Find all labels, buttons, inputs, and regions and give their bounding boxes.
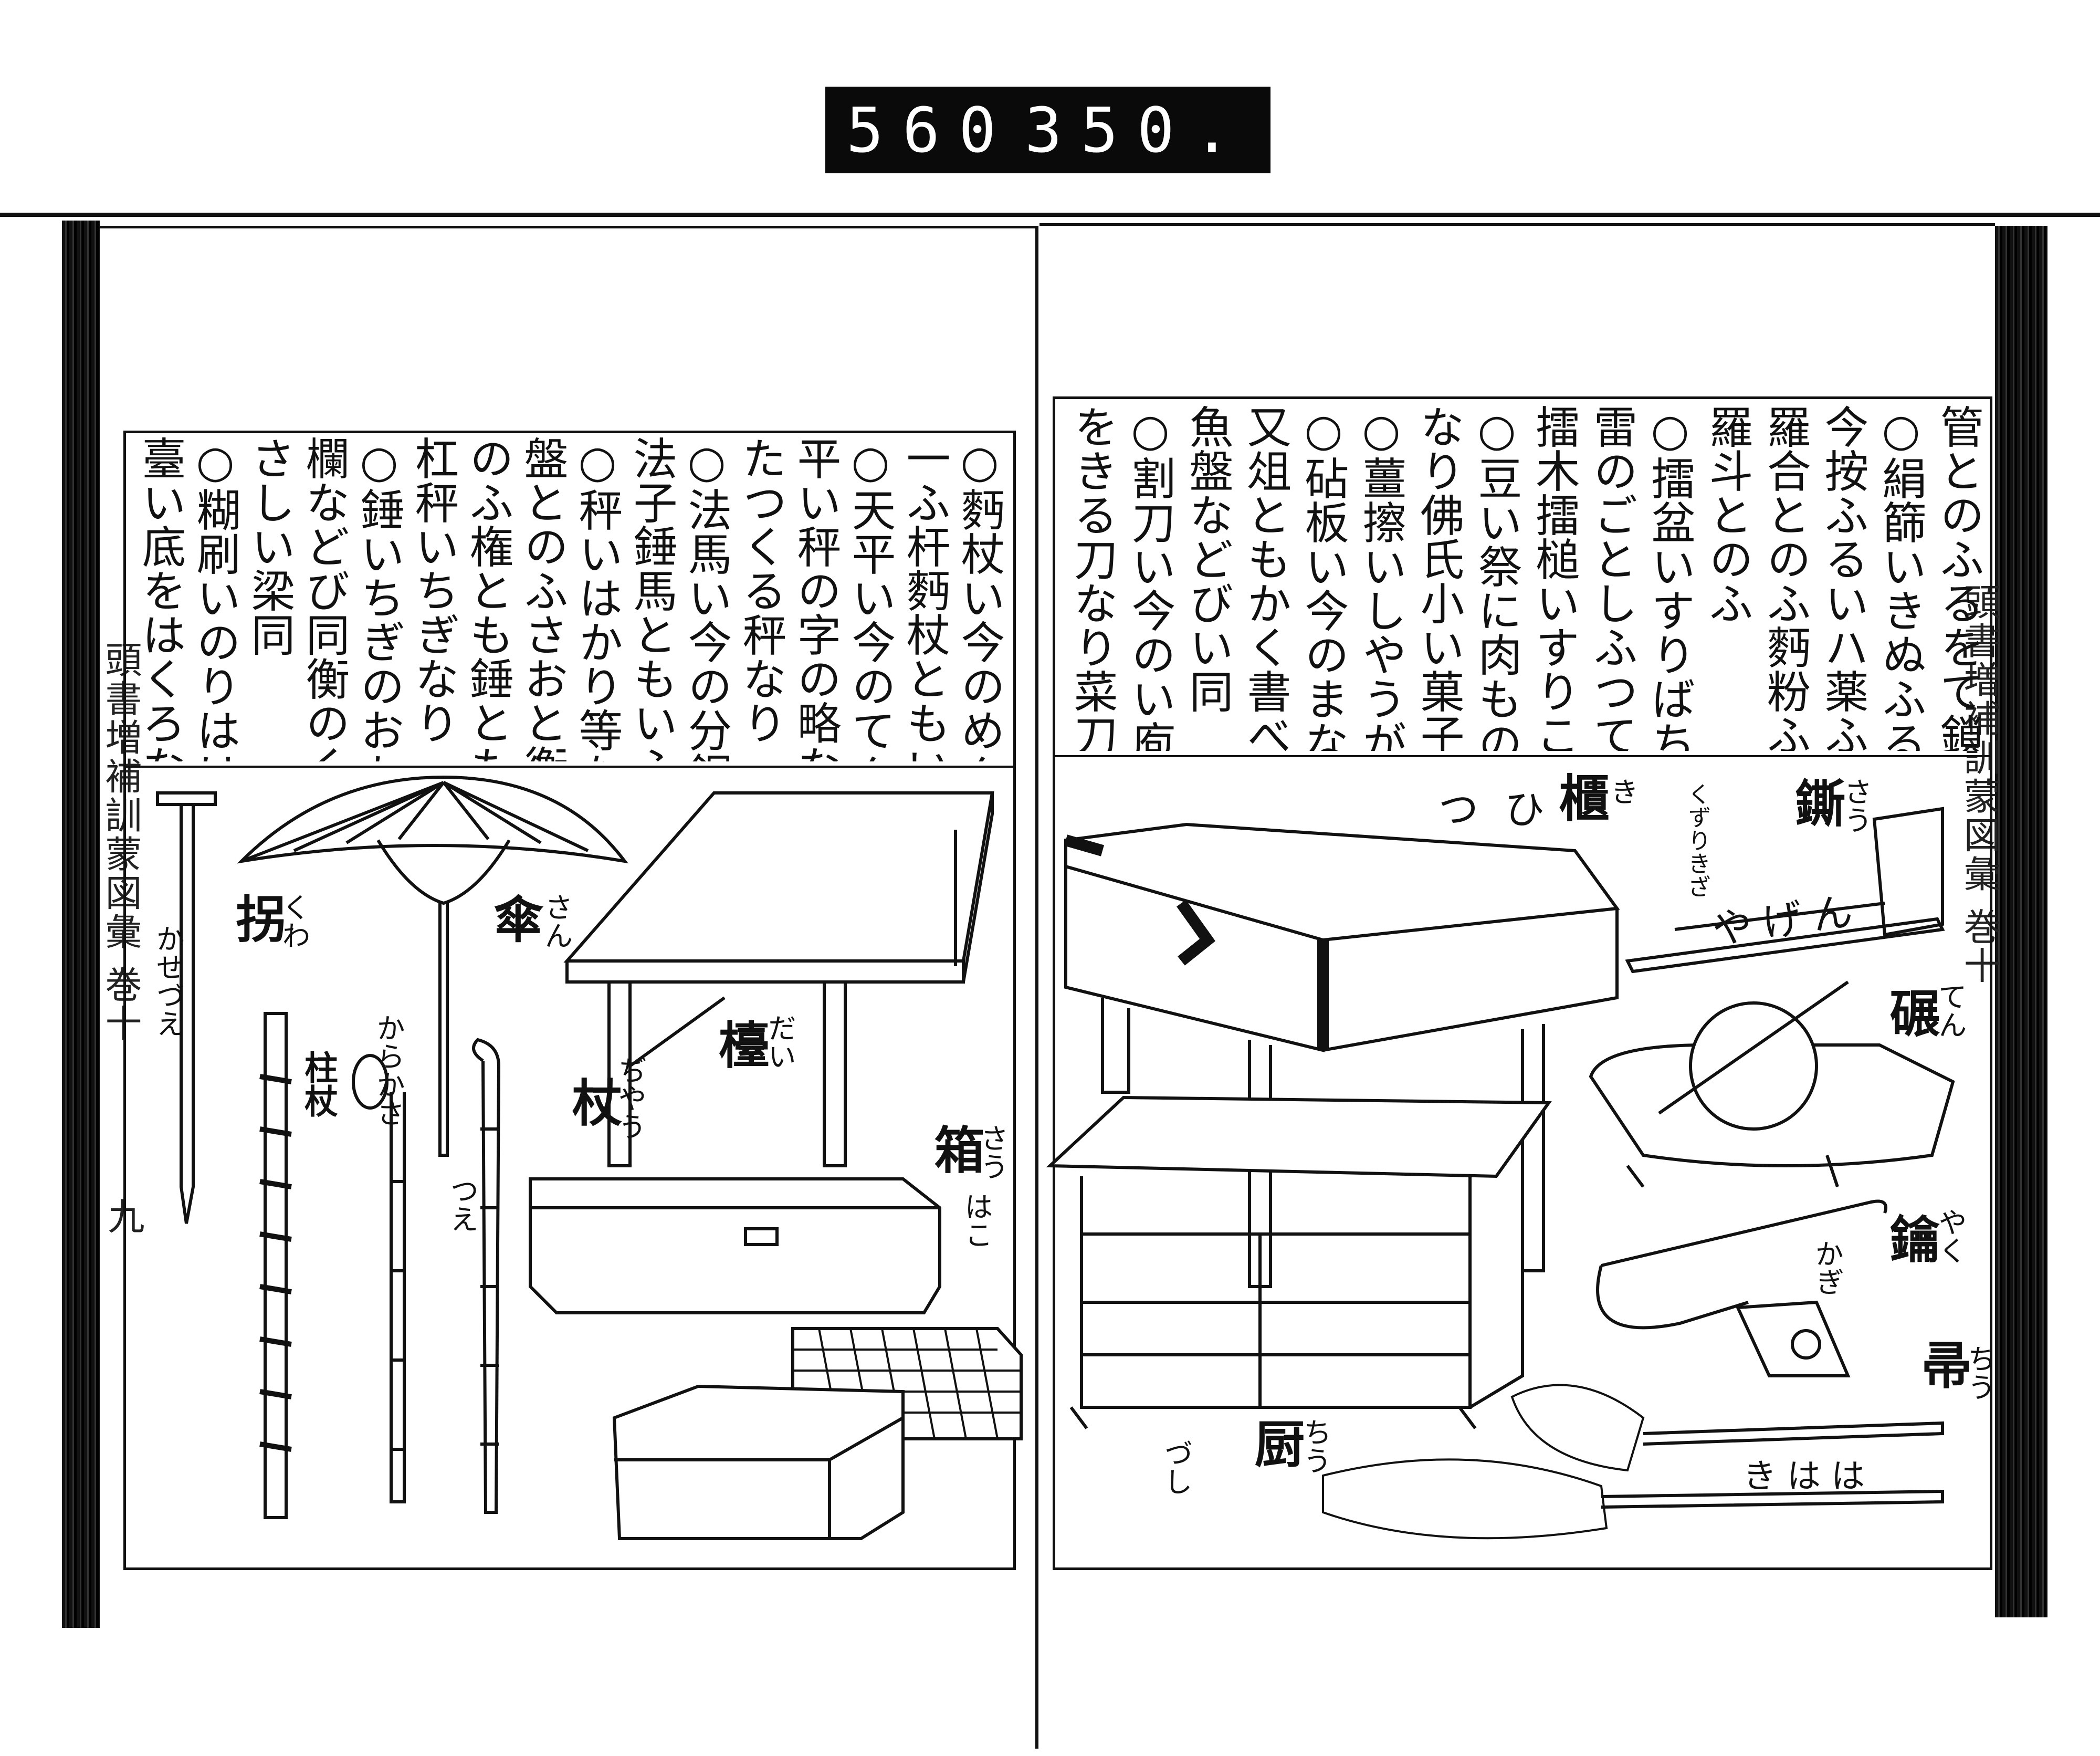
long-box-illustration	[529, 1177, 941, 1314]
grinder-kana: てん	[1934, 982, 1967, 1039]
staff-illustration	[259, 1012, 292, 1519]
text-column: 今按ふるいハ薬ふるいを	[1818, 404, 1869, 751]
text-column: 羅斗とのふ	[1702, 404, 1754, 625]
bird-cane-illustration	[352, 1054, 406, 1503]
text-column: 魚盤などびい同	[1182, 404, 1234, 713]
plane-reading: くずりきざ	[1684, 782, 1710, 898]
text-column: ○錘いちぎのおもりなり	[353, 436, 405, 761]
crutch-kana: くわ	[277, 893, 310, 949]
grinder-illustration	[1589, 980, 1955, 1188]
text-column: ○薑擦いしやうがおろし	[1356, 404, 1407, 751]
chest-reading: つひ	[1438, 786, 1571, 833]
right-margin-title: 頭書増補訓蒙図彙 巻十	[1958, 583, 2001, 986]
text-column: 法子錘馬ともいふ	[626, 436, 678, 761]
left-page-top-edge	[100, 226, 1037, 228]
table-illustration	[563, 791, 994, 1167]
text-column: 雷のごとしふつて擂盆と云	[1587, 404, 1638, 751]
text-column: ○法馬い今の分銅なりさ	[681, 436, 732, 761]
plane-label: 鐁	[1787, 777, 1846, 828]
top-rule	[0, 213, 2100, 217]
left-text-block: ○麪杖い今のめん棒なり 一ふ杆麪杖ともいふ ○天平い今のてんびんなり 平い秤の字…	[131, 436, 1008, 761]
key-label: 鑰	[1881, 1213, 1940, 1263]
broom-illustrations	[1322, 1384, 1944, 1540]
left-margin-title: 頭書増補訓蒙図彙 巻十	[99, 641, 142, 1043]
text-column: 羅合とのふ麪粉ふるいを	[1760, 404, 1811, 751]
text-column: 擂木擂槌いすりこぎ	[1529, 404, 1580, 751]
catalog-number-left: 560	[846, 93, 1015, 166]
text-column: ○秤いはかり等なりさる	[572, 436, 623, 761]
text-column: ○天平い今のてんびんなり	[845, 436, 896, 761]
cabinet-illustration	[1046, 1095, 1552, 1429]
text-column: のふ権とも錘ともいふなり	[463, 436, 514, 761]
left-text-divider	[123, 766, 1016, 768]
cabinet-label: 厨	[1246, 1418, 1305, 1468]
text-column: 平い秤の字の略なりそう	[790, 436, 842, 761]
text-column: 又俎ともかく書べし肉机	[1240, 404, 1292, 751]
cane-illustration	[472, 1038, 501, 1514]
box-reading: はこ	[960, 1192, 993, 1249]
text-column: をきる刀なり菜刀にたる	[1067, 404, 1118, 751]
text-column: 欄などび同衡のくらの	[299, 436, 350, 761]
right-text-block: 管とのふるをて鎖須と云 ○絹篩いきぬふるいなり 今按ふるいハ薬ふるいを 羅合との…	[1058, 404, 1987, 751]
left-book-edge	[62, 221, 100, 1628]
left-text-frame	[123, 431, 1016, 1570]
text-column: 管とのふるをて鎖須と云	[1933, 404, 1984, 751]
plane-illustration	[1625, 807, 1945, 974]
crutch-reading: かせづえ	[151, 924, 184, 1038]
box-label: 箱	[926, 1124, 985, 1174]
text-column: ○砧板い今のまないたなり	[1298, 404, 1349, 751]
text-column: なり佛氏小い菓子ものを	[1413, 404, 1465, 751]
right-text-divider	[1053, 755, 1992, 757]
cabinet-reading: づし	[1159, 1439, 1192, 1496]
broom-kana: ちう	[1962, 1344, 1996, 1401]
cabinet-kana: ちう	[1298, 1418, 1331, 1475]
catalog-number-right: 350.	[1024, 93, 1250, 166]
text-column: ○擂盆いすりばちなりなと	[1644, 404, 1696, 751]
box-kana: さう	[975, 1124, 1009, 1180]
text-column: 臺い底をはくろなり	[135, 436, 186, 761]
plane-kana: さう	[1839, 777, 1872, 834]
right-book-edge	[1995, 226, 2048, 1617]
staff-label: 柱杖	[299, 1050, 338, 1117]
text-column: たつくる秤なり	[736, 436, 787, 745]
key-illustration	[1596, 1199, 1887, 1377]
umbrella-label: 傘	[485, 893, 544, 943]
grinder-label: 碾	[1881, 987, 1940, 1038]
catalog-number-plate: 560 350.	[825, 87, 1270, 173]
cane-reading: つえ	[445, 1176, 478, 1233]
crutch-label: 拐	[227, 893, 287, 943]
spine-line	[1035, 226, 1038, 1749]
table-kana: だい	[763, 1013, 796, 1070]
text-column: 盤とのふさおと衡とのふ	[517, 436, 569, 761]
umbrella-reading: からかさ	[372, 1013, 405, 1127]
key-reading: かぎ	[1810, 1239, 1843, 1296]
text-column: 杠秤いちぎなり	[408, 436, 459, 745]
crutch-illustration	[156, 791, 217, 1224]
umbrella-kana: さん	[540, 893, 573, 949]
key-kana: やく	[1934, 1208, 1967, 1264]
umbrella-illustration	[237, 775, 628, 1157]
cane-label: 杖	[563, 1076, 623, 1127]
text-column: ○糊刷いのりはけなり	[190, 436, 241, 761]
text-column: ○割刀い今のい庖丁なり魚	[1125, 404, 1176, 751]
table-label: 檯	[710, 1019, 770, 1069]
chest-label: 櫃	[1550, 772, 1610, 822]
broom-reading: ははき	[1743, 1457, 1875, 1496]
flat-box-illustration	[612, 1384, 905, 1540]
text-column: 一ふ杆麪杖ともいふ	[899, 436, 951, 761]
right-page-top-edge	[1040, 223, 1995, 226]
cane-kana: ぢやう	[613, 1055, 646, 1141]
text-column: ○豆い祭に肉ものをもるもの	[1471, 404, 1522, 751]
text-column: さしい梁同	[244, 436, 296, 656]
chest-kana: き	[1605, 777, 1639, 806]
broom-label: 帚	[1913, 1339, 1972, 1389]
text-column: ○麪杖い今のめん棒なり	[954, 436, 1005, 761]
text-column: ○絹篩いきぬふるいなり	[1875, 404, 1927, 751]
chest-illustration	[1064, 822, 1620, 1288]
right-text-frame	[1053, 396, 1992, 1570]
